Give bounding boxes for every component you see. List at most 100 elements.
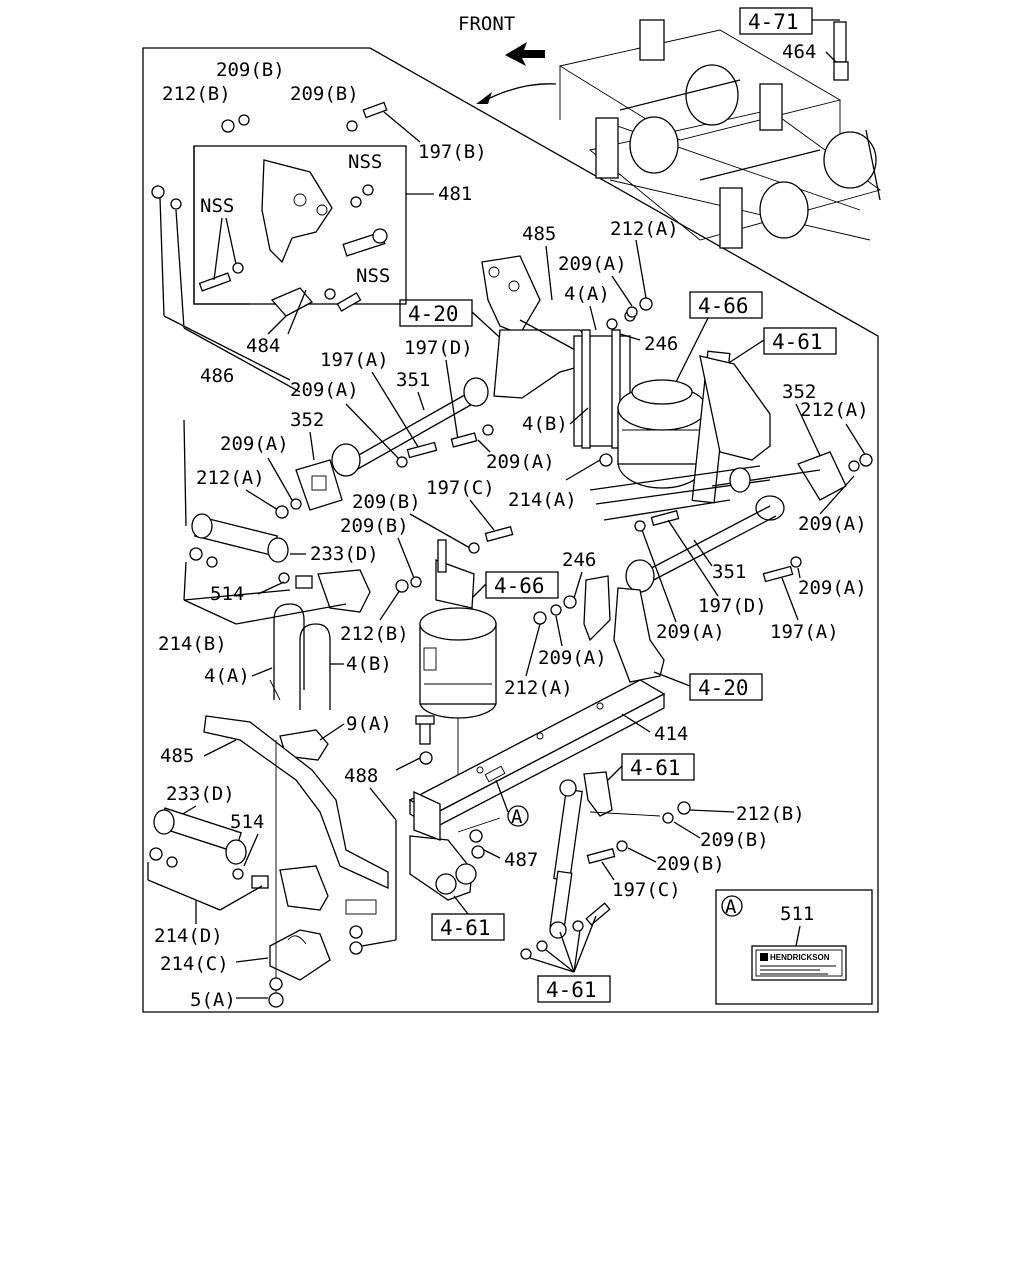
ref-box-4-66-b-text: 4-66: [494, 574, 545, 598]
label-209b-3: 209(B): [352, 491, 421, 513]
bracket-352-right: [797, 451, 847, 501]
label-514-2: 514: [230, 811, 264, 833]
label-197d-1: 197(D): [404, 337, 473, 359]
detail-a-inset: [715, 889, 873, 1005]
air-spring-top: [617, 379, 707, 489]
ref-box-4-20-b-text: 4-20: [698, 676, 749, 700]
label-486: 486: [200, 365, 234, 387]
front-arrow-icon: [505, 42, 545, 66]
ref-box-4-61-a-text: 4-61: [772, 330, 823, 354]
label-197c-1: 197(C): [426, 477, 495, 499]
callout-a-letter: A: [511, 806, 523, 828]
label-209a-8: 209(A): [538, 647, 607, 669]
ref-box-4-20-a-text: 4-20: [408, 302, 459, 326]
label-212a-4: 212(A): [504, 677, 573, 699]
torque-rod-233d-top: [191, 513, 289, 563]
label-4a-top: 4(A): [564, 283, 610, 305]
decal-brand-text: HENDRICKSON: [770, 953, 830, 962]
bracket-246-mid: [583, 575, 611, 642]
overview-assembly: [558, 19, 882, 249]
ref-box-4-71[interactable]: [739, 7, 813, 35]
label-514-1: 514: [210, 583, 244, 605]
front-label: FRONT: [458, 13, 515, 35]
diagram-frame: [142, 47, 879, 1013]
torque-rod-233d-bottom: [153, 807, 247, 865]
u-bolt-4b: [299, 623, 331, 710]
u-bolt-4a: [269, 603, 305, 701]
label-197c-2: 197(C): [612, 879, 681, 901]
ref-box-4-71-text: 4-71: [748, 10, 799, 34]
label-197d-2: 197(D): [698, 595, 767, 617]
label-197a-2: 197(A): [770, 621, 839, 643]
pad-484-part: [270, 287, 314, 317]
bolt-197b-icon: [362, 101, 388, 119]
washer-209b-icon: [238, 114, 250, 126]
detail-a-letter: A: [725, 896, 737, 918]
label-212b-2: 212(B): [340, 623, 409, 645]
nut-212b-icon: [221, 119, 235, 133]
label-212a-2: 212(A): [196, 467, 265, 489]
bracket-352-left: [295, 459, 343, 511]
washer-209b-2-icon: [346, 120, 358, 132]
label-212b-1: 212(B): [162, 83, 231, 105]
label-233d-1: 233(D): [310, 543, 379, 565]
label-9a: 9(A): [346, 713, 392, 735]
label-352-left: 352: [290, 409, 324, 431]
label-488: 488: [344, 765, 378, 787]
ref-box-4-61-d[interactable]: [537, 975, 611, 1003]
label-209a-2: 209(A): [290, 379, 359, 401]
ref-box-4-61-c-text: 4-61: [630, 756, 681, 780]
label-484: 484: [246, 335, 280, 357]
spring-seat-214c: [269, 929, 331, 981]
label-414: 414: [654, 723, 688, 745]
label-209b-4: 209(B): [340, 515, 409, 537]
ref-box-4-61-a[interactable]: [763, 327, 837, 355]
ref-box-4-66-a-text: 4-66: [698, 294, 749, 318]
leaf-spring-485: [203, 715, 389, 890]
label-209a-5: 209(A): [798, 513, 867, 535]
label-209a-1: 209(A): [558, 253, 627, 275]
label-4b-top: 4(B): [522, 413, 568, 435]
label-214b: 214(B): [158, 633, 227, 655]
ref-box-4-61-d-text: 4-61: [546, 978, 597, 1002]
ref-box-4-66-b[interactable]: [485, 571, 559, 599]
bracket-4-61-right: [583, 771, 613, 817]
air-spring-middle: [419, 607, 497, 719]
label-209b-5: 209(B): [700, 829, 769, 851]
label-233d-2: 233(D): [166, 783, 235, 805]
label-212a-3: 212(A): [800, 399, 869, 421]
label-212a-1: 212(A): [610, 218, 679, 240]
label-351-bot: 351: [712, 561, 746, 583]
ref-box-4-20-a[interactable]: [399, 299, 473, 327]
bracket-514-top: [317, 569, 371, 613]
label-4a-mid: 4(A): [204, 665, 250, 687]
label-511: 511: [780, 903, 814, 925]
label-464: 464: [782, 41, 816, 63]
sensor-464: [833, 21, 847, 63]
label-5a: 5(A): [190, 989, 236, 1011]
ref-box-4-61-c[interactable]: [621, 753, 695, 781]
label-197a-1: 197(A): [320, 349, 389, 371]
shock-absorber-bottom: [549, 779, 583, 939]
ref-box-4-66-a[interactable]: [689, 291, 763, 319]
label-209b-6: 209(B): [656, 853, 725, 875]
label-209a-3: 209(A): [220, 433, 289, 455]
label-485-bot: 485: [160, 745, 194, 767]
label-209b-2: 209(B): [290, 83, 359, 105]
label-209a-4: 209(A): [486, 451, 555, 473]
torque-rod-351-top: [331, 377, 489, 477]
label-485-top: 485: [522, 223, 556, 245]
label-4b-mid: 4(B): [346, 653, 392, 675]
label-nss-3: NSS: [356, 265, 390, 287]
label-352-right: 352: [782, 381, 816, 403]
label-209b-1: 209(B): [216, 59, 285, 81]
bracket-481-part: [261, 159, 333, 264]
hanger-4-20-mid: [613, 587, 665, 683]
label-214c: 214(C): [160, 953, 229, 975]
label-351-top: 351: [396, 369, 430, 391]
label-246-mid: 246: [562, 549, 596, 571]
decal-511: HENDRICKSON: [751, 945, 847, 981]
torque-rod-351-bottom: [625, 505, 777, 593]
ref-box-4-20-b[interactable]: [689, 673, 763, 701]
